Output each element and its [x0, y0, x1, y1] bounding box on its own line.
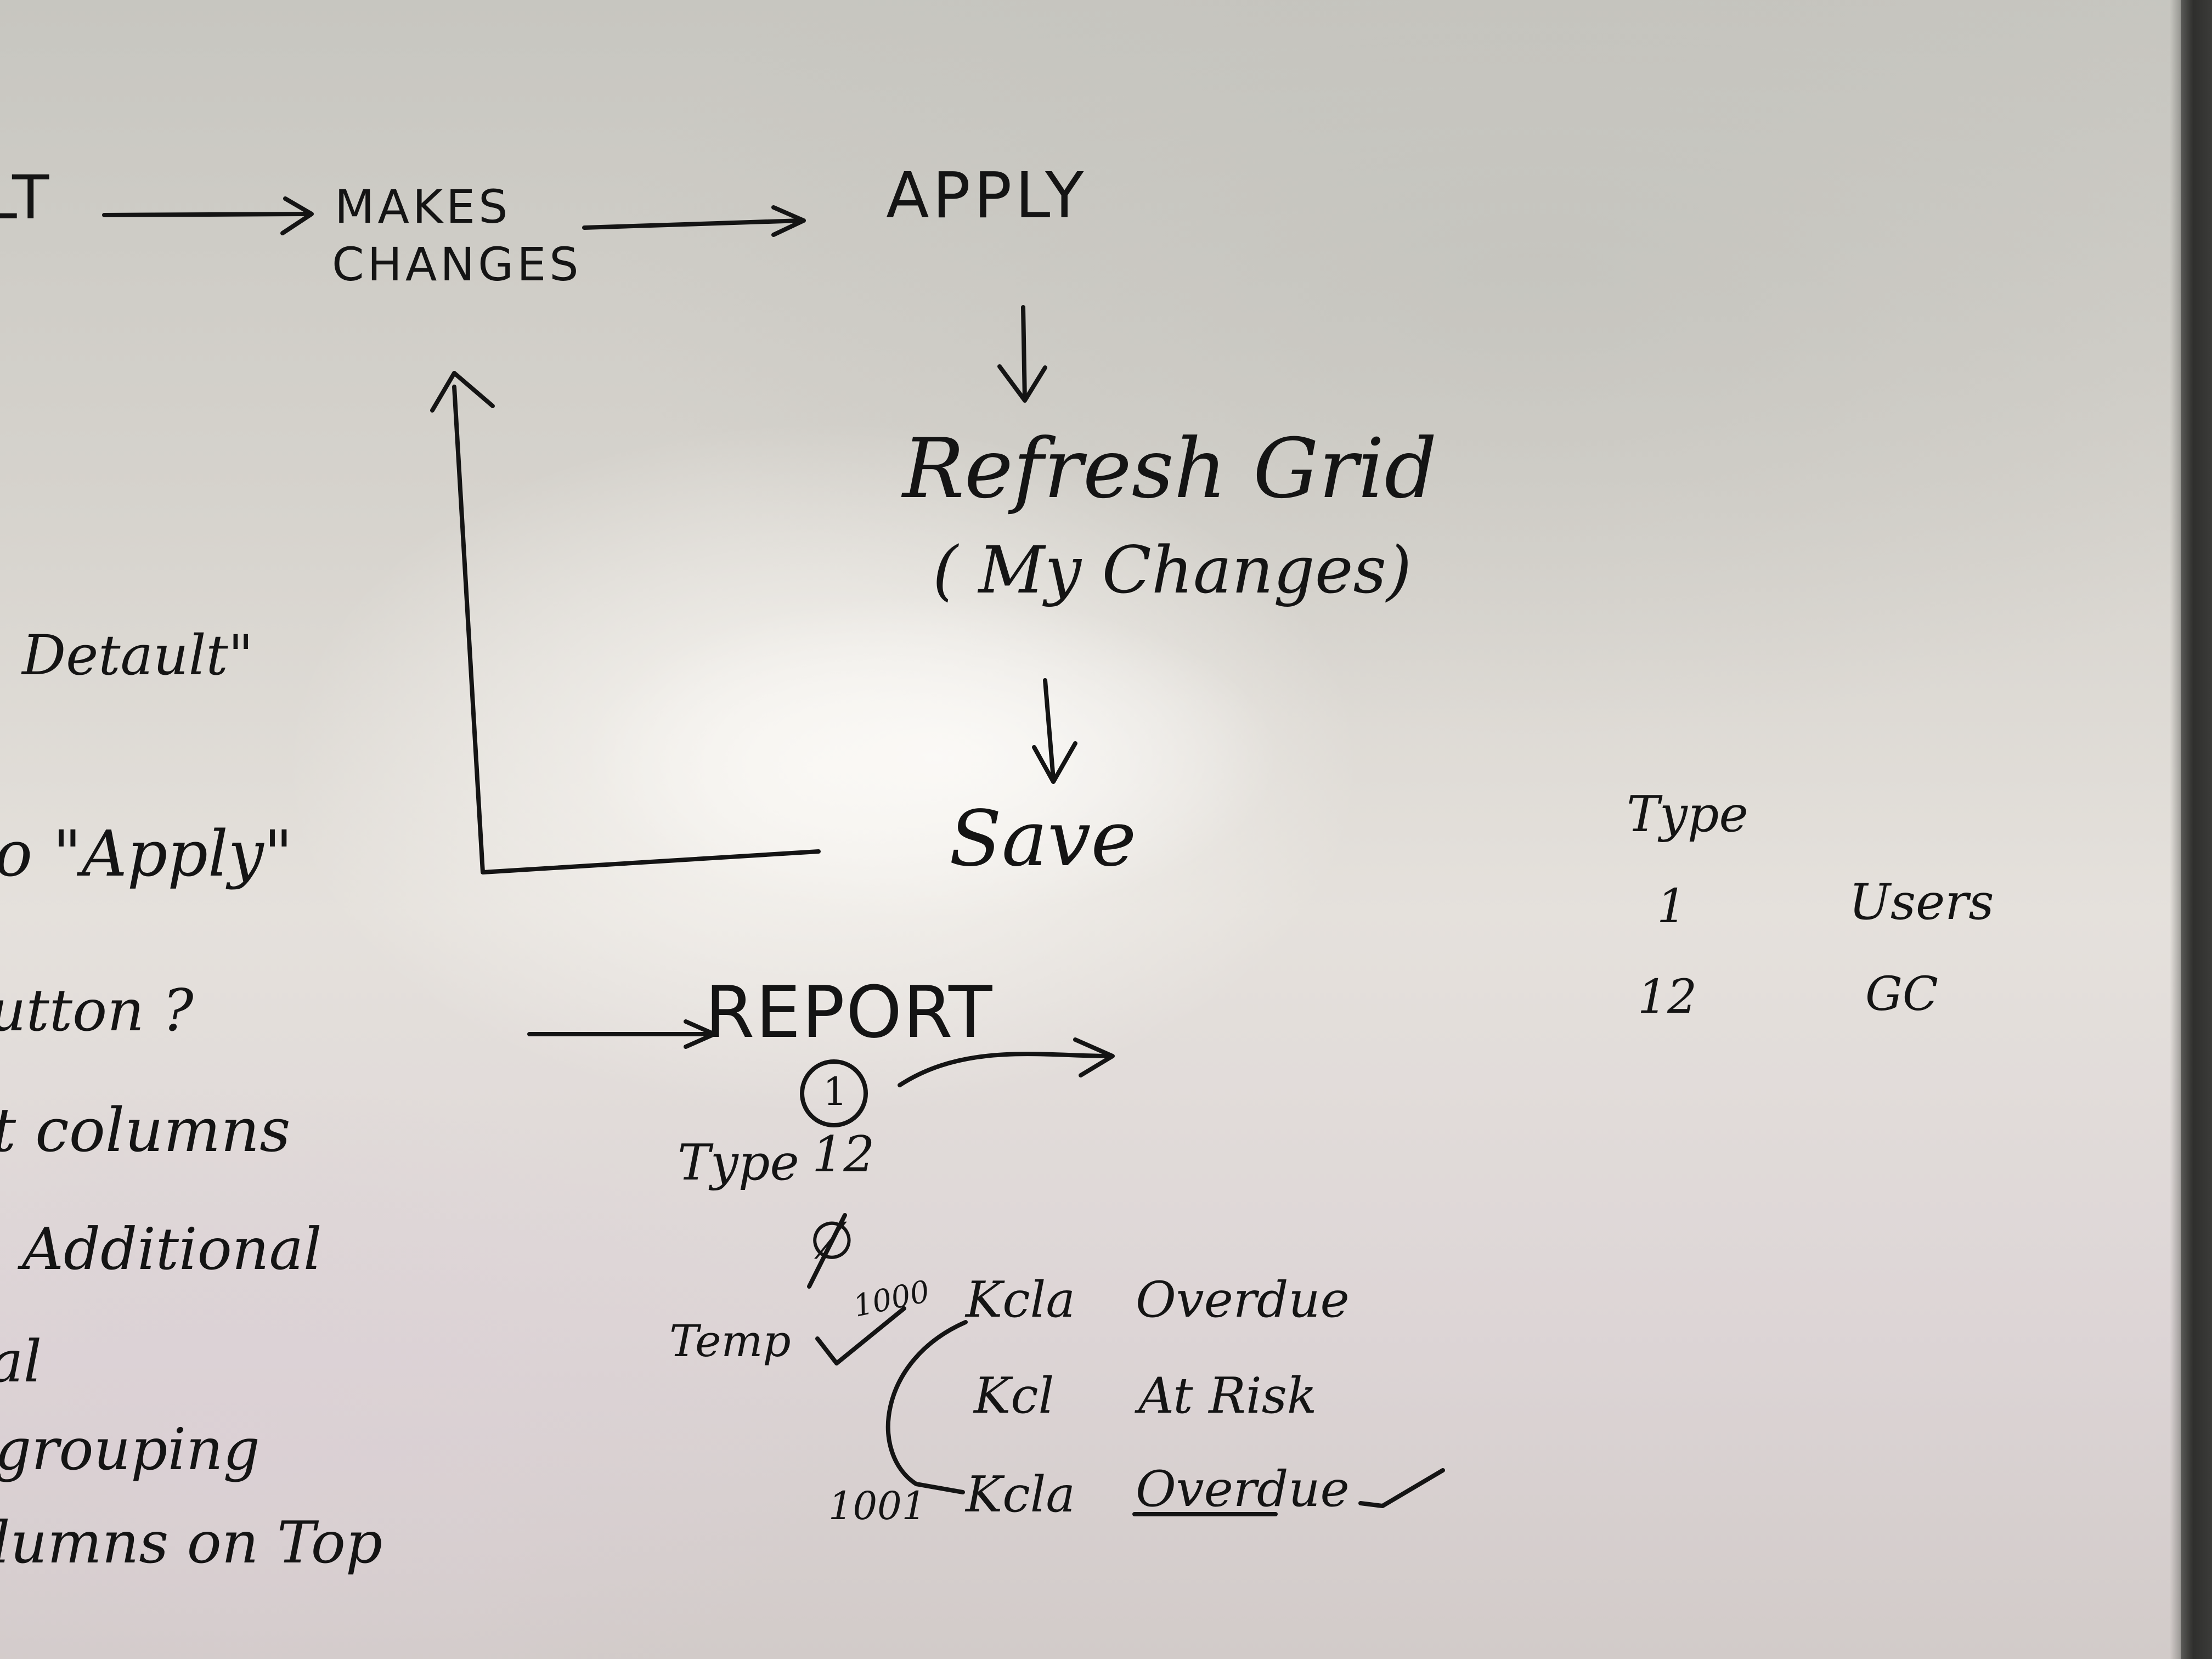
whiteboard-frame-shadow [2170, 0, 2181, 1659]
note-apply: o "Apply" [0, 817, 293, 891]
note-columns-on-top: lumns on Top [0, 1509, 383, 1576]
type-table-header: Type [1627, 786, 1748, 843]
report-row-2-status: At Risk [1138, 1367, 1317, 1425]
apply-label: APPLY [886, 159, 1087, 233]
report-row-3-status: Overdue [1136, 1460, 1350, 1518]
circled-number-ring [800, 1059, 868, 1127]
report-circled-number: 1 [823, 1069, 848, 1114]
note-default: Detault" [22, 623, 253, 687]
report-row-1-status: Overdue [1136, 1271, 1350, 1329]
note-columns: t columns [0, 1095, 291, 1165]
report-type-label: Type [678, 1134, 799, 1192]
report-row-3-code: Kcla [966, 1466, 1076, 1523]
report-temp-label: Temp [669, 1316, 791, 1367]
note-grouping: grouping [0, 1416, 260, 1483]
save-label: Save [949, 794, 1137, 884]
report-row-1-code: Kcla [966, 1271, 1076, 1329]
arrow-to-makes-changes [102, 212, 309, 217]
row-bracket [885, 1320, 968, 1494]
null-slash [807, 1213, 847, 1289]
type-table-row-1-id: 1 [1657, 879, 1687, 934]
report-null-symbol: ∅ [809, 1211, 855, 1271]
arrow-to-save [1043, 678, 1056, 781]
refresh-grid-label: Refresh Grid [902, 421, 1437, 517]
my-changes-label: ( My Changes) [933, 532, 1412, 608]
check-mark-last-row [1358, 1468, 1445, 1508]
arrow-to-apply [582, 218, 803, 230]
arrow-to-refresh-grid [1021, 305, 1027, 403]
note-button: utton ? [0, 977, 194, 1044]
note-additional: Additional [22, 1216, 322, 1283]
report-title: REPORT [705, 970, 994, 1054]
type-table-row-2-label: GC [1865, 967, 1938, 1022]
report-type-value: 12 [812, 1126, 875, 1183]
loop-back-arrow [452, 385, 821, 874]
type-table-row-2-id: 12 [1638, 970, 1697, 1024]
makes-label: MAKES [335, 180, 511, 234]
check-mark-temp [815, 1306, 906, 1365]
cut-off-text: LT [0, 162, 53, 233]
report-value-1001: 1001 [828, 1483, 927, 1528]
changes-label: CHANGES [332, 238, 582, 291]
whiteboard-frame [2181, 0, 2212, 1659]
type-table-row-1-label: Users [1849, 873, 1994, 931]
report-row-2-code: Kcl [974, 1367, 1054, 1425]
note-al: al [0, 1328, 42, 1395]
arrow-from-report [898, 1052, 1113, 1087]
